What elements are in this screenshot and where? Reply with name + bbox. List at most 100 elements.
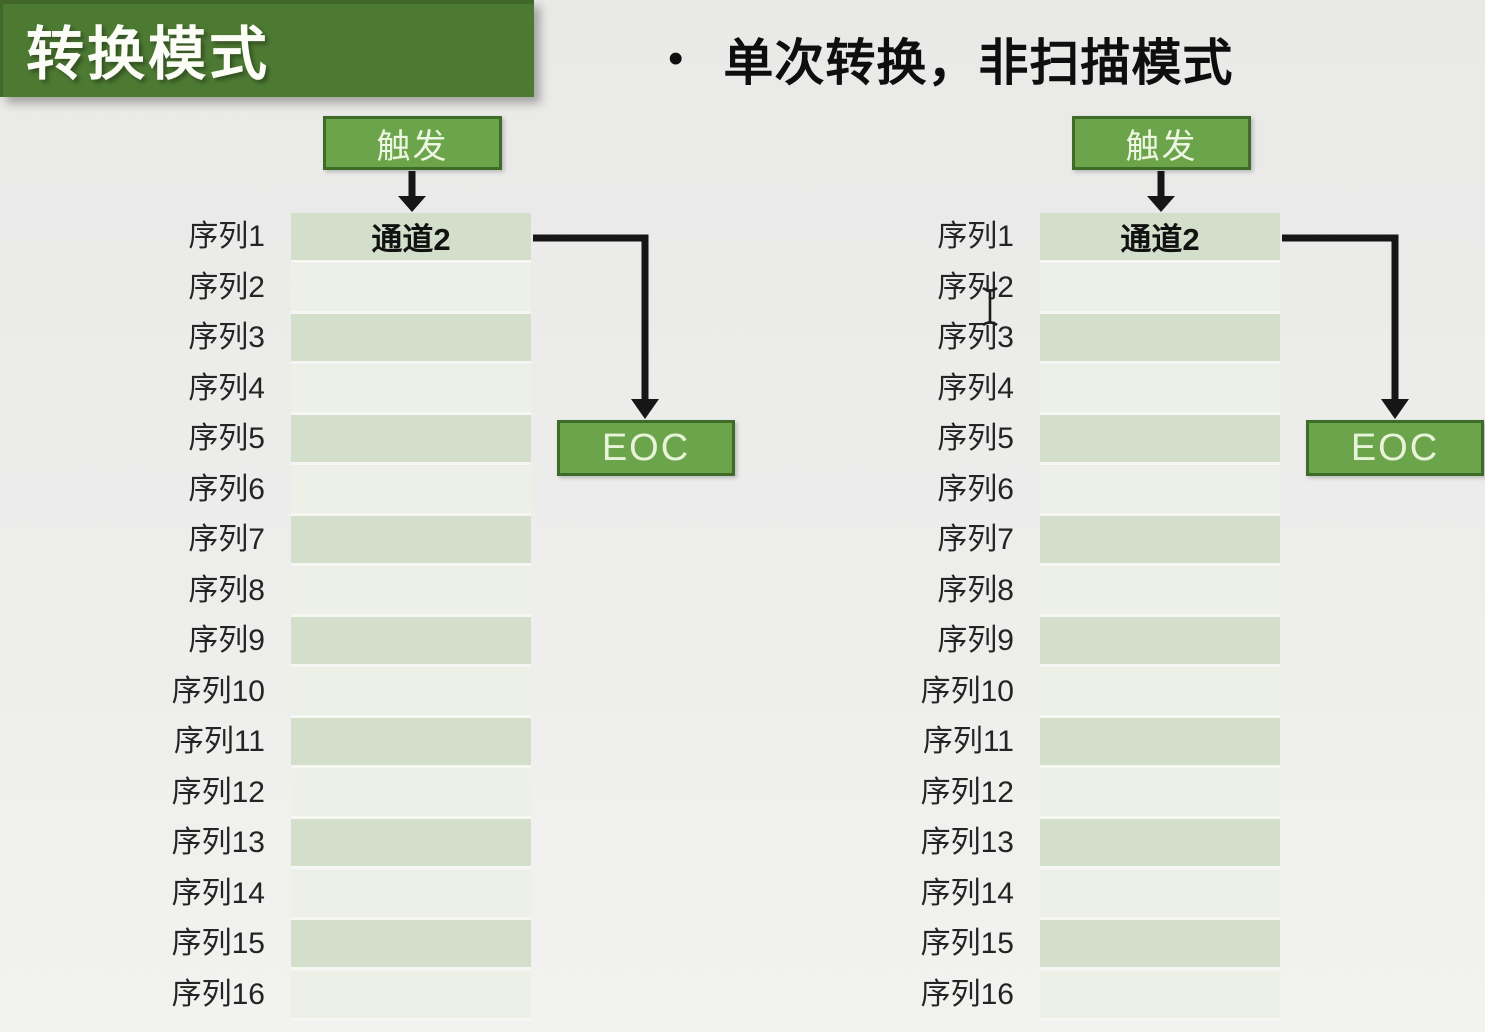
sequence-label: 序列11 xyxy=(173,725,265,758)
sequence-cell xyxy=(291,819,531,870)
sequence-row: 序列16 xyxy=(155,970,531,1022)
sequence-row: 序列13 xyxy=(904,819,1280,870)
sequence-row: 序列9 xyxy=(904,617,1280,668)
sequence-cell xyxy=(1040,516,1280,567)
sequence-label: 序列3 xyxy=(937,321,1014,354)
sequence-label: 序列9 xyxy=(188,624,265,657)
sequence-cell xyxy=(1040,970,1280,1021)
sequence-label: 序列6 xyxy=(188,472,265,506)
sequence-cell xyxy=(1040,869,1280,920)
sequence-cell xyxy=(291,617,531,668)
sequence-cell xyxy=(291,920,531,971)
sequence-row: 序列5 xyxy=(155,415,531,466)
sequence-label: 序列2 xyxy=(937,270,1014,304)
sequence-row: 序列2 xyxy=(155,263,531,315)
bullet-item: • 单次转换，非扫描模式 xyxy=(668,24,1233,94)
sequence-label: 序列14 xyxy=(171,876,265,910)
sequence-row: 序列15 xyxy=(155,920,531,971)
sequence-label: 序列4 xyxy=(937,371,1014,405)
trigger-label: 触发 xyxy=(376,127,449,166)
sequence-row: 序列14 xyxy=(904,869,1280,921)
sequence-cell xyxy=(1040,314,1280,365)
sequence-cell xyxy=(291,566,531,617)
sequence-cell xyxy=(1040,768,1280,819)
sequence-cell xyxy=(1040,263,1280,314)
sequence-row: 序列1 通道2 xyxy=(155,213,531,264)
sequence-row: 序列12 xyxy=(904,768,1280,820)
sequence-row: 序列10 xyxy=(155,667,531,719)
sequence-row: 序列7 xyxy=(904,516,1280,567)
sequence-label: 序列15 xyxy=(920,927,1014,960)
sequence-cell xyxy=(1040,667,1280,718)
sequence-row: 序列9 xyxy=(155,617,531,668)
sequence-cell xyxy=(1040,415,1280,466)
page-title-text: 转换模式 xyxy=(26,21,271,87)
trigger-box: 触发 xyxy=(1072,116,1251,170)
sequence-row: 序列13 xyxy=(155,819,531,870)
eoc-label: EOC xyxy=(1350,426,1440,469)
sequence-label: 序列2 xyxy=(188,270,265,304)
sequence-cell xyxy=(1040,819,1280,870)
sequence-label: 序列6 xyxy=(937,472,1014,506)
sequence-row: 序列6 xyxy=(904,465,1280,517)
sequence-row: 序列3 xyxy=(904,314,1280,365)
sequence-cell xyxy=(291,314,531,365)
sequence-cell xyxy=(291,869,531,920)
sequence-row: 序列15 xyxy=(904,920,1280,971)
sequence-label: 序列5 xyxy=(937,422,1014,455)
sequence-cell xyxy=(1040,920,1280,971)
bullet-marker-icon: • xyxy=(668,34,684,83)
sequence-row: 序列10 xyxy=(904,667,1280,719)
sequence-row: 序列6 xyxy=(155,465,531,517)
sequence-label: 序列11 xyxy=(922,725,1014,758)
sequence-row: 序列7 xyxy=(155,516,531,567)
eoc-box: EOC xyxy=(1306,420,1484,476)
sequence-cell xyxy=(291,718,531,769)
sequence-table: 序列1 通道2 序列2 序列3 序列4 序列5 序列6 序列7 序列8 序列9 序列10 序列11 序列… xyxy=(904,213,1280,1021)
sequence-table: 序列1 通道2 序列2 序列3 序列4 序列5 序列6 序列7 序列8 序列9 序列10 序列11 序列… xyxy=(155,213,531,1021)
sequence-cell xyxy=(291,970,531,1021)
sequence-label: 序列12 xyxy=(920,775,1014,809)
sequence-row: 序列14 xyxy=(155,869,531,921)
sequence-row: 序列11 xyxy=(155,718,531,769)
sequence-cell xyxy=(291,667,531,718)
sequence-label: 序列3 xyxy=(188,321,265,354)
sequence-row: 序列8 xyxy=(155,566,531,618)
bullet-text: 单次转换，非扫描模式 xyxy=(723,35,1234,91)
sequence-cell xyxy=(291,415,531,466)
sequence-label: 序列13 xyxy=(920,826,1014,859)
sequence-cell xyxy=(291,768,531,819)
sequence-label: 序列7 xyxy=(188,523,265,556)
sequence-label: 序列9 xyxy=(937,624,1014,657)
sequence-cell xyxy=(1040,617,1280,668)
trigger-box: 触发 xyxy=(323,116,502,170)
sequence-cell xyxy=(291,263,531,314)
sequence-label: 序列15 xyxy=(171,927,265,960)
sequence-label: 序列1 xyxy=(937,220,1014,253)
sequence-row: 序列4 xyxy=(904,364,1280,416)
trigger-label: 触发 xyxy=(1125,127,1198,166)
sequence-label: 序列16 xyxy=(920,977,1014,1011)
channel-cell: 通道2 xyxy=(291,213,531,264)
sequence-row: 序列3 xyxy=(155,314,531,365)
sequence-row: 序列11 xyxy=(904,718,1280,769)
sequence-label: 序列8 xyxy=(937,573,1014,607)
sequence-row: 序列12 xyxy=(155,768,531,820)
eoc-box: EOC xyxy=(557,420,735,476)
sequence-cell xyxy=(291,465,531,516)
eoc-label: EOC xyxy=(601,426,691,469)
sequence-cell xyxy=(291,516,531,567)
sequence-label: 序列1 xyxy=(188,220,265,253)
sequence-cell xyxy=(1040,566,1280,617)
sequence-row: 序列8 xyxy=(904,566,1280,618)
sequence-row: 序列4 xyxy=(155,364,531,416)
sequence-label: 序列7 xyxy=(937,523,1014,556)
channel-cell: 通道2 xyxy=(1040,213,1280,264)
sequence-label: 序列5 xyxy=(188,422,265,455)
sequence-label: 序列10 xyxy=(920,674,1014,708)
sequence-cell xyxy=(291,364,531,415)
sequence-label: 序列16 xyxy=(171,977,265,1011)
sequence-row: 序列16 xyxy=(904,970,1280,1022)
